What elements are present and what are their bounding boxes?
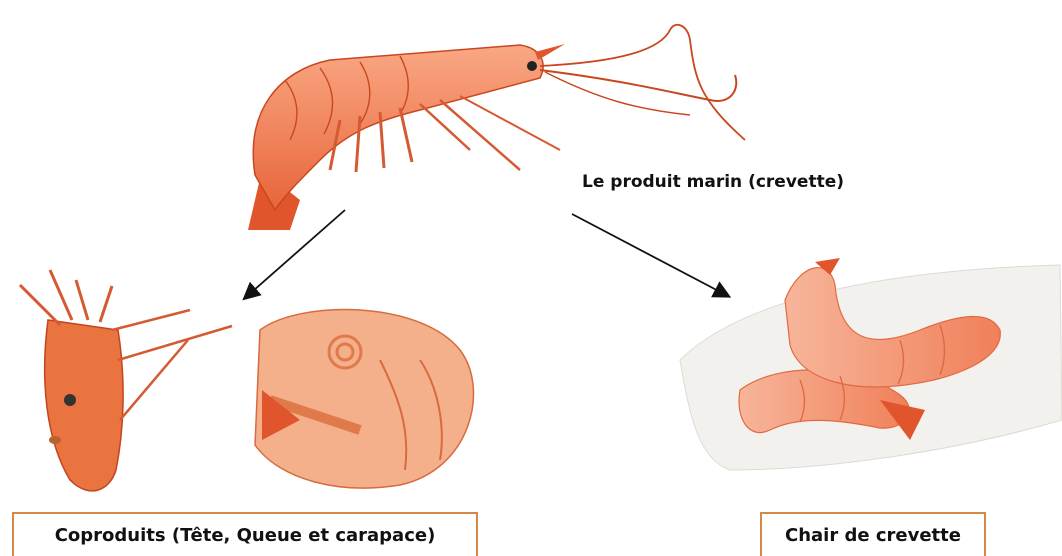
meat-label: Chair de crevette — [785, 525, 961, 546]
source-product-caption: Le produit marin (crevette) — [582, 172, 844, 192]
byproducts-label-box: Coproduits (Tête, Queue et carapace) — [12, 512, 478, 556]
whole-shrimp-icon — [248, 25, 745, 230]
meat-label-box: Chair de crevette — [760, 512, 986, 556]
byproducts-label: Coproduits (Tête, Queue et carapace) — [55, 525, 436, 546]
cooked-shrimp-meat-icon — [680, 258, 1062, 470]
arrow-to-meat — [572, 214, 728, 296]
shrimp-shell-icon — [255, 310, 474, 489]
shrimp-head-icon — [20, 270, 232, 491]
